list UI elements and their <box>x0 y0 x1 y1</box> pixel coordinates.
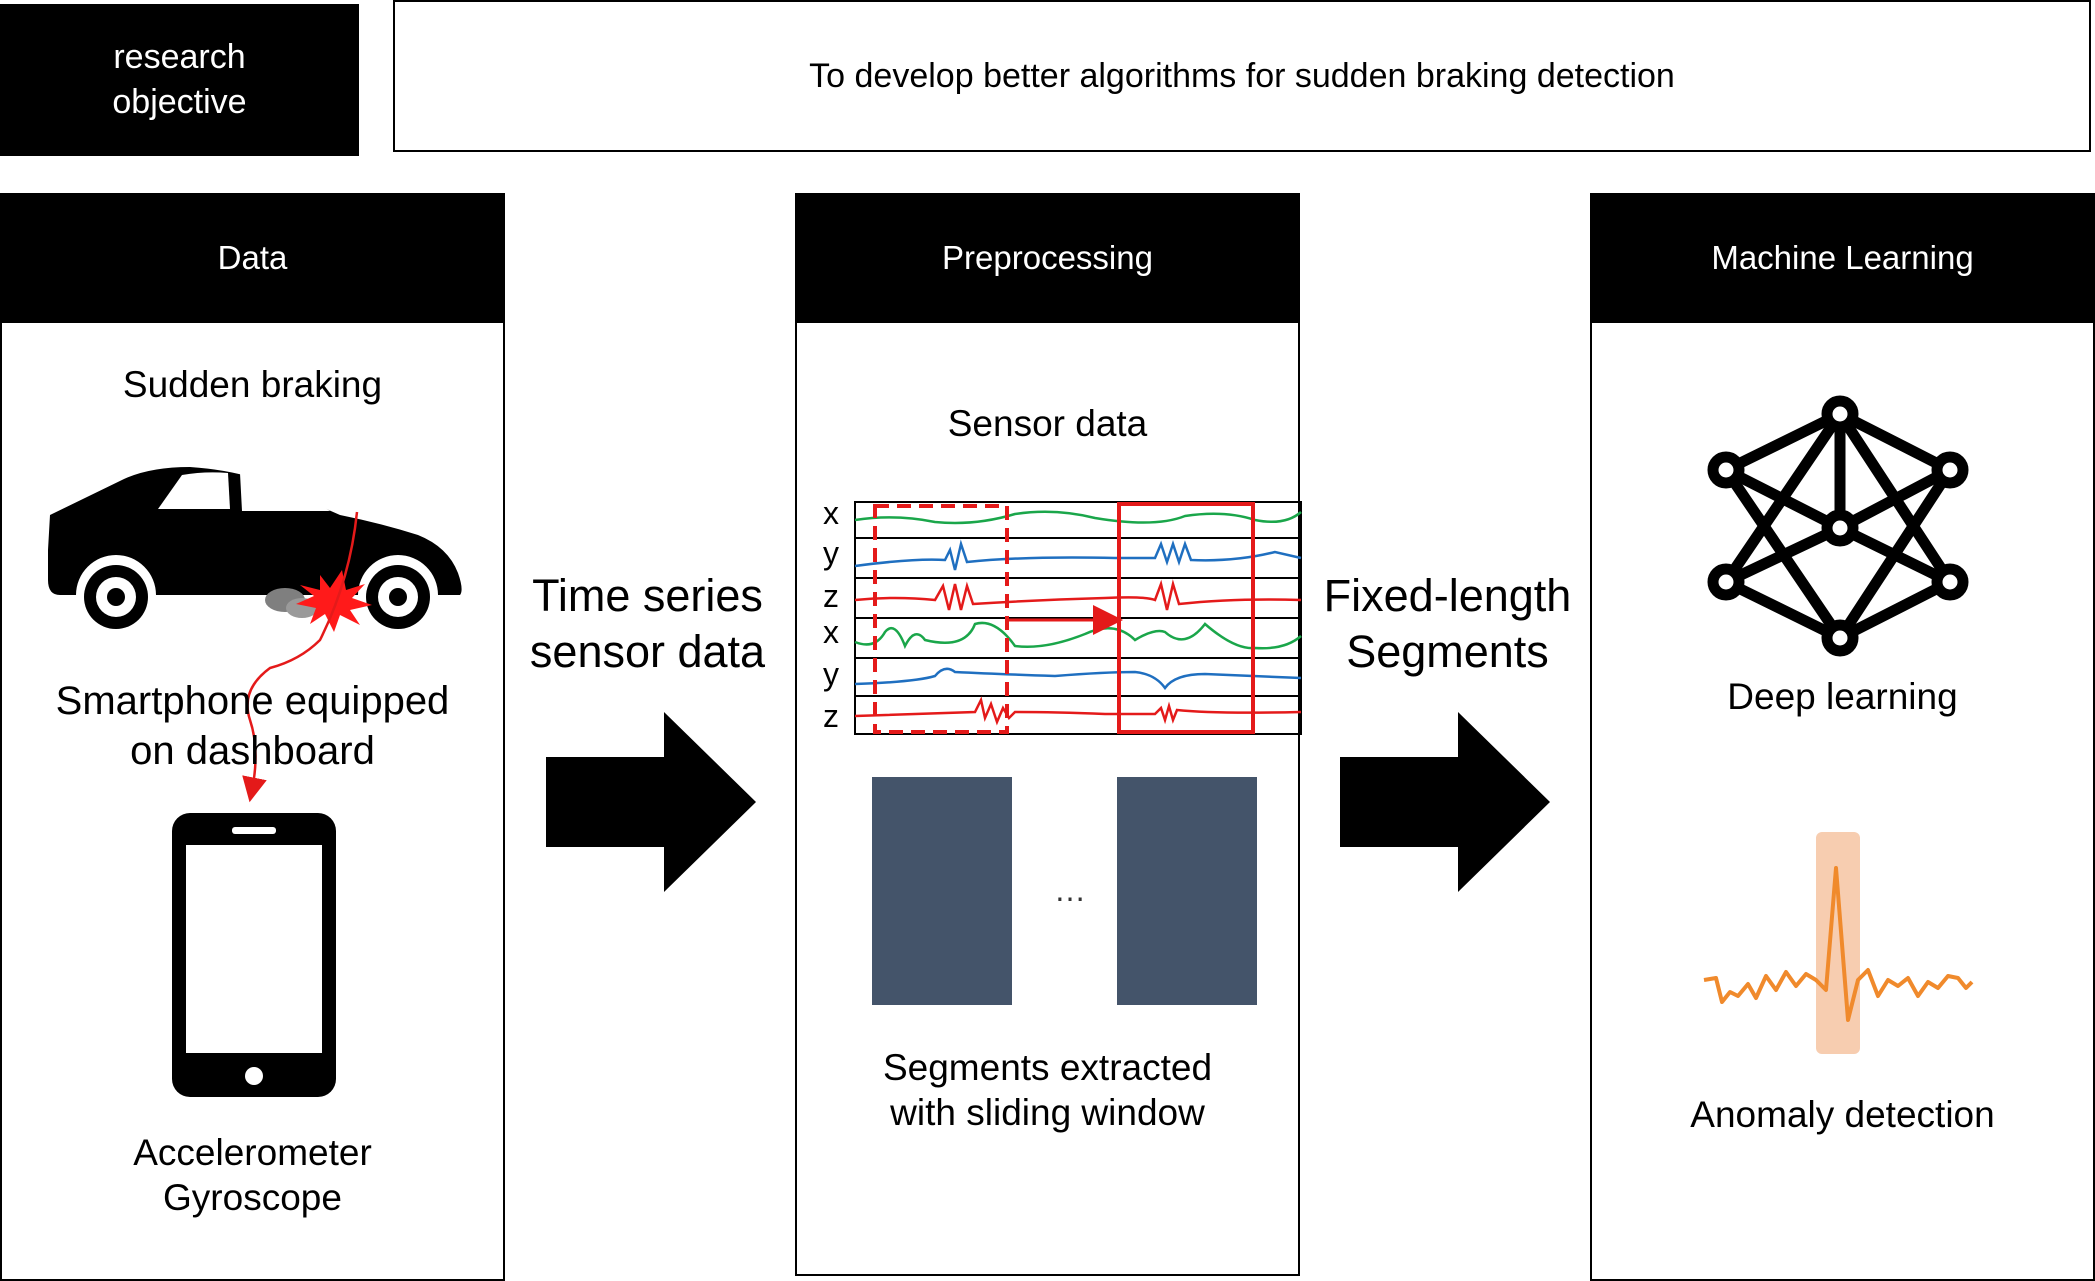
arrow1-label-line1: Time series <box>532 570 763 621</box>
data-panel: Data <box>0 193 505 1281</box>
data-panel-header: Data <box>0 193 505 323</box>
arrow1-label-line2: sensor data <box>529 626 766 677</box>
sensor-data-plot <box>854 501 1302 735</box>
segment-block-first <box>872 777 1012 1005</box>
ml-panel-header: Machine Learning <box>1590 193 2095 323</box>
ml-panel: Machine Learning <box>1590 193 2095 1281</box>
research-objective-box: To develop better algorithms for sudden … <box>393 0 2091 152</box>
preprocessing-panel-header: Preprocessing <box>795 193 1300 323</box>
neural-network-icon <box>1707 395 1969 657</box>
sensor-data-label: Sensor data <box>947 403 1148 444</box>
smartphone-label-line2: on dashboard <box>130 729 375 773</box>
axis-label-x1: x <box>823 495 839 531</box>
smartphone-icon <box>172 813 336 1097</box>
sensors-label-line2: Gyroscope <box>163 1177 342 1218</box>
sensors-label-line1: Accelerometer <box>133 1132 372 1173</box>
preprocessing-panel-title: Preprocessing <box>942 239 1153 276</box>
smartphone-label-line1: Smartphone equipped <box>55 679 450 723</box>
segments-label-line1: Segments extracted <box>882 1047 1213 1088</box>
car-icon <box>48 467 462 629</box>
ml-panel-title: Machine Learning <box>1711 239 1974 276</box>
axis-label-x2: x <box>823 614 839 650</box>
anomaly-signal-icon <box>1703 832 1974 1054</box>
segment-ellipsis: … <box>1054 872 1086 908</box>
axis-label-y2: y <box>823 656 839 692</box>
research-objective-label: research objective <box>112 38 247 121</box>
arrow2-label-line2: Segments <box>1346 626 1549 677</box>
deep-learning-label: Deep learning <box>1727 676 1958 717</box>
sudden-braking-label: Sudden braking <box>122 364 383 405</box>
right-arrow-icon <box>546 712 756 892</box>
research-objective-text: To develop better algorithms for sudden … <box>809 56 1675 95</box>
arrow2-label-line1: Fixed-length <box>1323 570 1572 621</box>
right-arrow-icon <box>1340 712 1550 892</box>
axis-label-z2: z <box>823 698 839 734</box>
segment-block-last <box>1117 777 1257 1005</box>
anomaly-detection-label: Anomaly detection <box>1690 1094 1995 1135</box>
research-objective-tag: research objective <box>0 4 359 156</box>
axis-label-y1: y <box>823 535 839 571</box>
segments-label-line2: with sliding window <box>890 1092 1205 1133</box>
data-panel-title: Data <box>217 239 288 276</box>
axis-label-z1: z <box>823 578 839 614</box>
